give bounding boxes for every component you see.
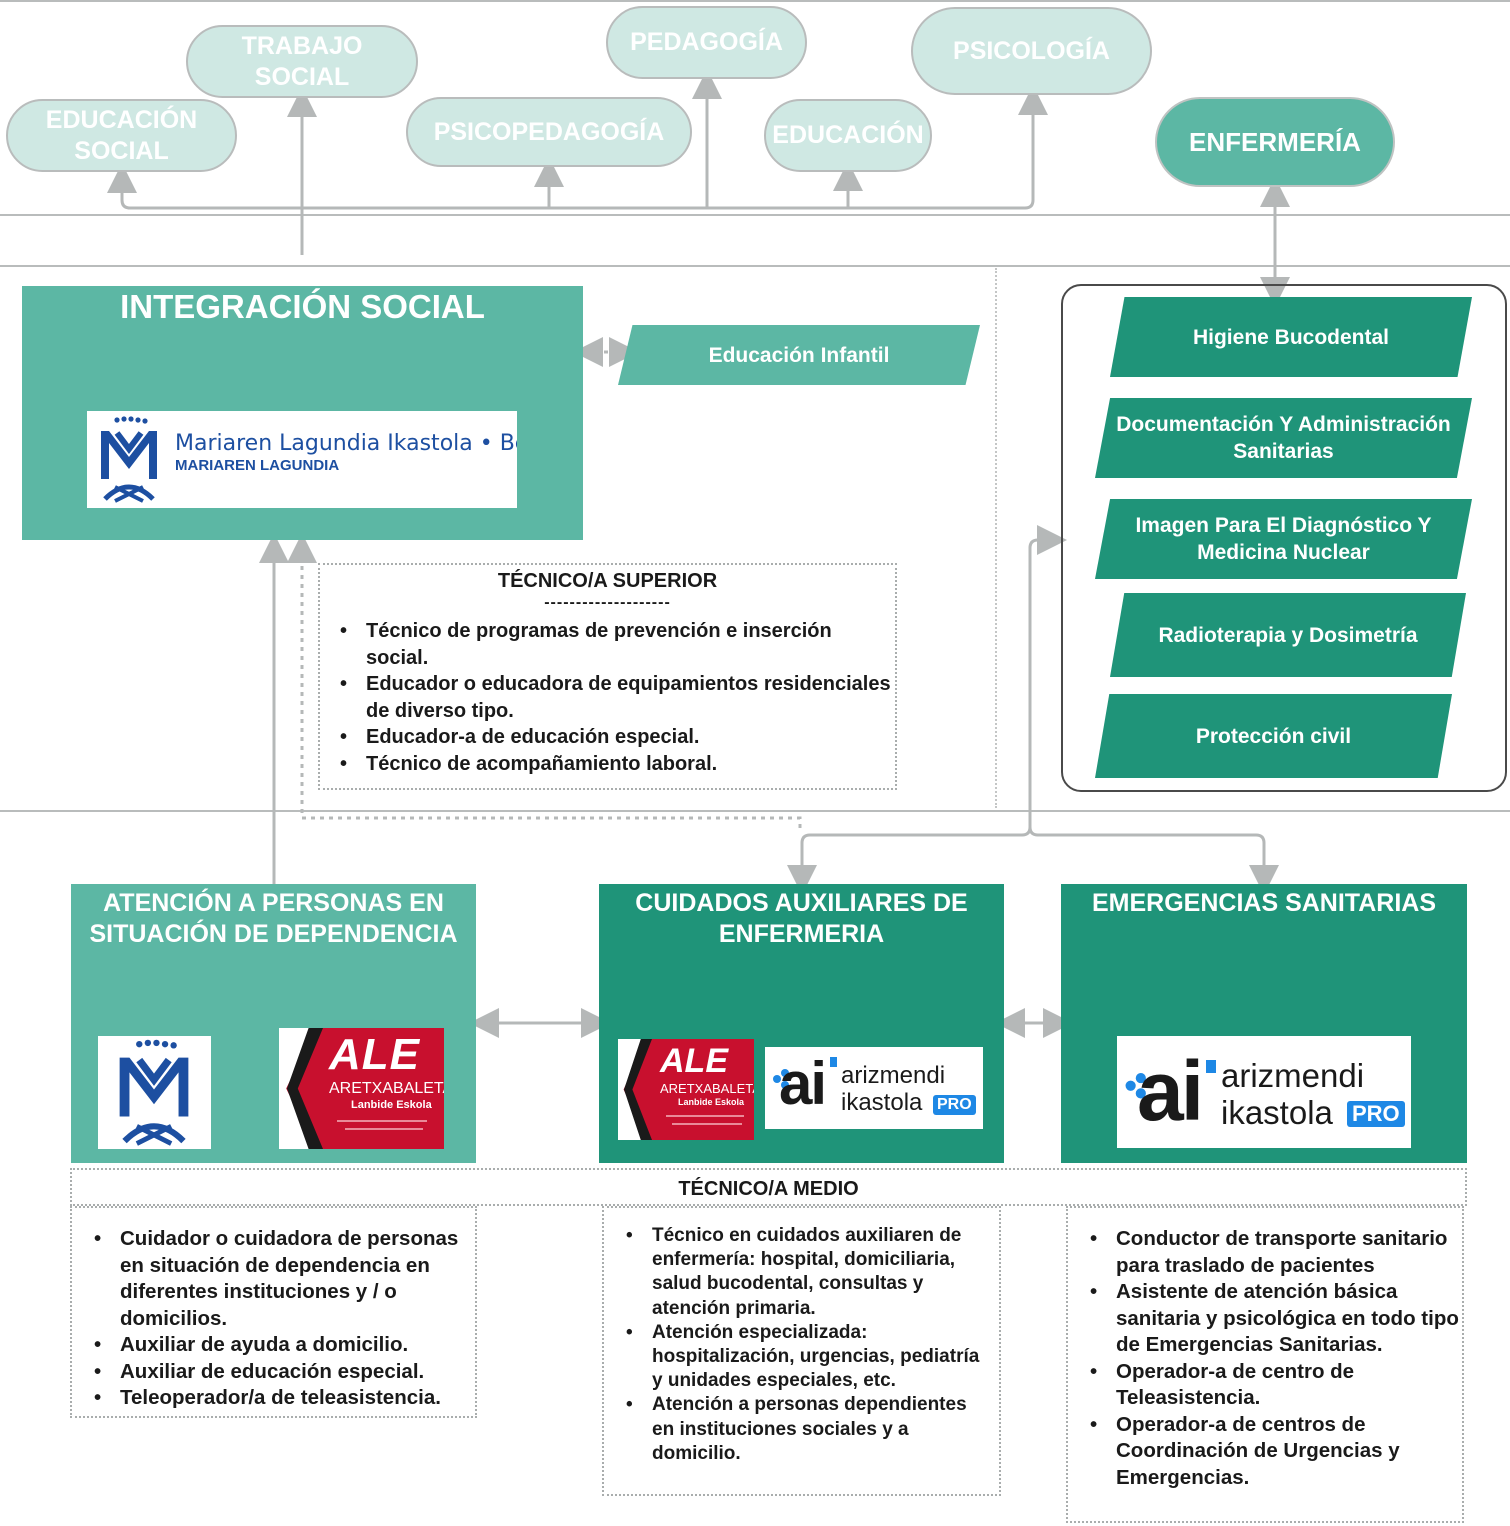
list-item: Asistente de atención básica sanitaria y… [1090,1279,1460,1359]
tecnico-superior-separator: -------------------- [544,594,671,611]
list-item: Técnico de programas de prevención e ins… [340,618,895,671]
ciclo-radioterapia: Radioterapia y Dosimetría [1110,593,1466,677]
arizmendi-spark-icon [773,1069,789,1089]
list-item: Operador-a de centros de Coordinación de… [1090,1412,1460,1492]
pill-trabajo-social: TRABAJO SOCIAL [186,25,418,98]
ale-aretxabaleta-logo-small: ALE ARETXABALETA Lanbide Eskola [618,1039,754,1140]
medio-list-cuidados: Técnico en cuidados auxiliaren de enferm… [602,1206,1001,1496]
arizmendi-logo-mark: ai [779,1050,827,1117]
arizmendi-logo-line1: arizmendi [841,1062,946,1089]
ciclo-proteccion-civil: Protección civil [1095,694,1452,778]
ciclo-documentacion-sanitarias: Documentación Y Administración Sanitaria… [1095,398,1472,478]
cuidados-auxiliares-title: CUIDADOS AUXILIARES DE ENFERMERIA [635,889,968,948]
mariaren-lagundia-emblem-icon [101,416,157,503]
list-item: Conductor de transporte sanitario para t… [1090,1226,1460,1279]
list-item: Atención a personas dependientes en inst… [626,1393,993,1466]
ale-logo-name: ARETXABALETA [660,1081,754,1096]
list-item: Teleoperador/a de teleasistencia. [94,1385,471,1412]
atencion-dependencia-title: ATENCIÓN A PERSONAS EN SITUACIÓN DE DEPE… [89,889,458,948]
divider-superior [0,265,1510,267]
mariaren-logo-subtext: MARIAREN LAGUNDIA [175,457,340,474]
medio-list-dependencia: Cuidador o cuidadora de personas en situ… [70,1206,477,1418]
arizmendi-logo-mark: ai [1137,1044,1204,1138]
ale-logo-sub: Lanbide Eskola [678,1097,745,1107]
list-item: Educador-a de educación especial. [340,724,895,751]
list-item: Auxiliar de educación especial. [94,1359,471,1386]
mariaren-lagundia-small-logo [98,1036,211,1149]
list-item: Técnico de acompañamiento laboral. [340,751,895,778]
integracion-social-title: INTEGRACIÓN SOCIAL [120,288,485,325]
list-item: Auxiliar de ayuda a domicilio. [94,1332,471,1359]
pill-educacion: EDUCACIÓN [764,99,932,172]
pill-psicopedagogia: PSICOPEDAGOGÍA [406,97,692,167]
ciclo-higiene-bucodental: Higiene Bucodental [1110,297,1472,377]
pill-psicologia: PSICOLOGÍA [911,7,1152,95]
tecnico-superior-list: Técnico de programas de prevención e ins… [320,618,895,777]
list-item: Técnico en cuidados auxiliaren de enferm… [626,1224,993,1321]
ale-aretxabaleta-logo: ALE ARETXABALETA Lanbide Eskola [279,1028,444,1149]
dotted-separator [995,268,997,808]
pill-pedagogia: PEDAGOGÍA [606,6,807,79]
divider-top [0,0,1510,2]
mariaren-logo-text: Mariaren Lagundia Ikastola • Bergara [175,431,517,456]
arizmendi-logo-line2: ikastola [1221,1094,1333,1131]
arizmendi-logo-line1: arizmendi [1221,1057,1365,1094]
sanitarios-group [1061,284,1507,792]
list-item: Atención especializada: hospitalización,… [626,1321,993,1394]
mariaren-lagundia-emblem-icon [119,1039,189,1146]
list-item: Educador o educadora de equipamientos re… [340,671,895,724]
tecnico-superior-box: TÉCNICO/A SUPERIOR -------------------- … [318,563,897,790]
ale-logo-mark: ALE [329,1030,420,1079]
arizmendi-logo-line2: ikastola [841,1089,923,1116]
arizmendi-pro-badge: PRO [933,1095,976,1115]
ciclo-imagen-diagnostico: Imagen Para El Diagnóstico Y Medicina Nu… [1095,499,1472,579]
pill-educacion-social: EDUCACIÓN SOCIAL [6,99,237,172]
divider-university [0,214,1510,216]
ale-logo-sub: Lanbide Eskola [351,1099,432,1111]
arizmendi-ikastola-logo-large: ai arizmendi ikastola PRO [1117,1036,1411,1148]
ale-logo-mark: ALE [660,1042,728,1080]
tecnico-medio-title: TÉCNICO/A MEDIO [678,1178,859,1200]
arizmendi-spark-icon [1125,1073,1146,1099]
educacion-infantil-box: Educación Infantil [618,325,980,385]
arizmendi-ikastola-logo: ai arizmendi ikastola PRO [765,1047,983,1129]
medio-list-emergencias: Conductor de transporte sanitario para t… [1066,1206,1464,1523]
list-item: Cuidador o cuidadora de personas en situ… [94,1226,471,1332]
tecnico-medio-header: TÉCNICO/A MEDIO [70,1168,1467,1206]
arizmendi-pro-badge: PRO [1347,1101,1405,1127]
divider-medio [0,810,1510,812]
pill-enfermeria: ENFERMERÍA [1155,97,1395,187]
tecnico-superior-title: TÉCNICO/A SUPERIOR [497,570,718,592]
ale-logo-name: ARETXABALETA [329,1080,444,1097]
emergencias-sanitarias-title: EMERGENCIAS SANITARIAS [1091,889,1436,917]
mariaren-lagundia-logo: Mariaren Lagundia Ikastola • Bergara MAR… [87,411,517,508]
list-item: Operador-a de centro de Teleasistencia. [1090,1359,1460,1412]
